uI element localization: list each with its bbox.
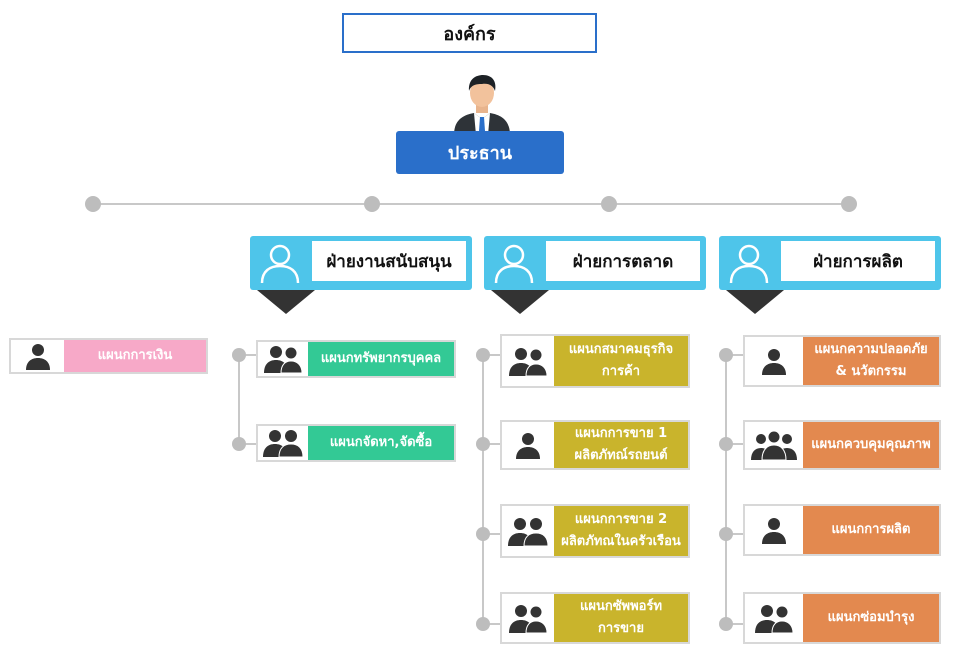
branch-dot	[476, 527, 490, 541]
unit-card-quality: แผนกควบคุมคุณภาพ	[743, 420, 941, 470]
unit-icon-box	[502, 422, 554, 468]
unit-icon-box	[745, 422, 803, 468]
down-arrow	[257, 290, 315, 314]
down-arrow	[491, 290, 549, 314]
unit-label: แผนกความปลอดภัย & นวัตกรรม	[814, 342, 928, 379]
unit-icon-box	[258, 426, 308, 460]
unit-card-maintenance: แผนกซ่อมบำรุง	[743, 592, 941, 644]
branch-dot	[719, 617, 733, 631]
unit-card-sales-2: แผนกการขาย 2 ผลิตภัทณในครัวเรือน	[500, 504, 690, 558]
unit-label: แผนกการผลิต	[831, 522, 911, 537]
branch-dot	[719, 527, 733, 541]
unit-label: แผนกจัดหา,จัดซื้อ	[329, 435, 433, 450]
unit-icon-box	[11, 340, 64, 372]
unit-icon-box	[502, 336, 554, 386]
person-icon	[516, 433, 540, 459]
people-group-icon	[508, 518, 548, 547]
department-card-marketing: ฝ่ายการตลาด	[484, 236, 706, 314]
person-silhouette-icon	[494, 244, 534, 284]
branch-dot	[476, 348, 490, 362]
unit-icon-box	[502, 506, 554, 556]
unit-label: แผนกสมาคมธุรกิจ การค้า	[568, 342, 674, 379]
branch-dot	[232, 437, 246, 451]
people-group-icon	[264, 346, 303, 374]
unit-label: แผนกควบคุมคุณภาพ	[811, 437, 931, 452]
down-arrow	[726, 290, 784, 314]
unit-card-hr: แผนกทรัพยากรบุคคล	[256, 340, 456, 378]
department-label: ฝ่ายการตลาด	[546, 241, 700, 281]
unit-card-safety: แผนกความปลอดภัย & นวัตกรรม	[743, 335, 941, 387]
chairman-box: ประธาน	[396, 131, 564, 174]
people-group-icon	[263, 430, 303, 458]
person-icon	[762, 349, 786, 375]
branch-dot	[232, 348, 246, 362]
people-group-icon	[755, 605, 794, 634]
unit-card-procurement: แผนกจัดหา,จัดซื้อ	[256, 424, 456, 462]
people-group-icon	[751, 430, 797, 461]
branch-dot	[476, 617, 490, 631]
branch-dot	[719, 437, 733, 451]
branch-dot	[719, 348, 733, 362]
timeline-dot	[85, 196, 101, 212]
people-group-icon	[509, 348, 548, 377]
unit-label: แผนกซ่อมบำรุง	[827, 610, 915, 625]
unit-card-sales-support: แผนกซัพพอร์ท การขาย	[500, 592, 690, 644]
timeline-dot	[601, 196, 617, 212]
unit-icon-box	[745, 337, 803, 385]
timeline-dot	[841, 196, 857, 212]
unit-card-production: แผนกการผลิต	[743, 504, 941, 556]
person-silhouette-icon	[260, 244, 300, 284]
department-label: ฝ่ายงานสนับสนุน	[312, 241, 466, 281]
people-group-icon	[509, 605, 548, 634]
unit-label: แผนกการขาย 2 ผลิตภัทณในครัวเรือน	[561, 512, 681, 549]
chairman-label: ประธาน	[447, 143, 513, 164]
unit-icon-box	[745, 506, 803, 554]
unit-label: แผนกทรัพยากรบุคคล	[320, 351, 442, 366]
org-title: องค์กร	[342, 13, 597, 53]
department-label: ฝ่ายการผลิต	[781, 241, 935, 281]
unit-icon-box	[258, 342, 308, 376]
unit-icon-box	[745, 594, 803, 642]
unit-icon-box	[502, 594, 554, 642]
unit-label: แผนกซัพพอร์ท การขาย	[579, 599, 663, 636]
timeline-dot	[364, 196, 380, 212]
unit-card-sales-1: แผนกการขาย 1 ผลิตภัทณ์รถยนต์	[500, 420, 690, 470]
branch-dot	[476, 437, 490, 451]
businessman-icon	[454, 75, 510, 135]
department-card-support: ฝ่ายงานสนับสนุน	[250, 236, 472, 314]
person-icon	[762, 518, 786, 544]
unit-card-finance: แผนกการเงิน	[9, 338, 208, 374]
person-silhouette-icon	[729, 244, 769, 284]
unit-card-trade-association: แผนกสมาคมธุรกิจ การค้า	[500, 334, 690, 388]
unit-label: แผนกการขาย 1 ผลิตภัทณ์รถยนต์	[574, 426, 668, 463]
department-card-production: ฝ่ายการผลิต	[719, 236, 941, 314]
person-icon	[25, 344, 50, 370]
unit-label: แผนกการเงิน	[97, 348, 173, 363]
